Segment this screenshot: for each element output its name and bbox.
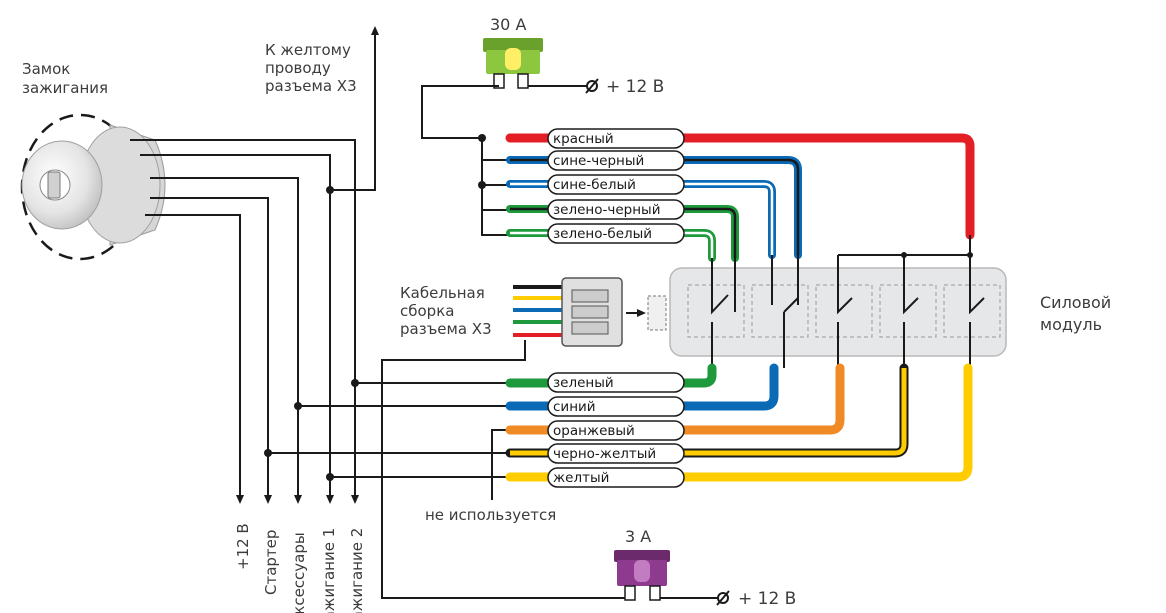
output-12v-label: +12 В [234,523,252,570]
cable-assembly-label-1: Кабельная [400,284,485,302]
output-ignition1-label: Зажигание 1 [320,528,338,613]
fuse-3-supply: + 12 В [738,589,796,609]
power-module [669,235,1007,368]
connector-note-2: проводу [265,59,331,77]
cable-assembly-label-2: сборка [400,302,454,320]
module-label-1: Силовой [1040,293,1111,312]
fuse-3a [614,550,670,601]
fuse-30-supply: + 12 В [606,77,664,97]
wire-label-red: красный [553,131,614,147]
wire-label-yellow: желтый [553,470,609,486]
lock-label-1: Замок [22,60,70,78]
output-ignition2-label: Зажигание 2 [348,528,366,613]
top-wire-labels: красный сине-черный сине-белый зелено-че… [547,128,685,244]
fuse-30-rating: 30 А [490,15,526,34]
cable-assembly-label-3: разъема Х3 [400,320,492,338]
wire-label-blue-white: сине-белый [553,177,636,193]
output-accessories-label: Аксессуары [290,532,308,613]
lock-label-2: зажигания [22,79,108,97]
wire-label-green-white: зелено-белый [553,226,652,242]
top-wires [505,133,975,262]
cable-assembly-x3 [513,277,667,347]
wire-label-green-black: зелено-черный [553,202,661,218]
bottom-wire-labels: зеленый синий оранжевый черно-желтый жел… [547,372,685,488]
bottom-wire-links [264,340,625,599]
connector-note-1: К желтому [265,41,351,59]
wire-label-orange: оранжевый [553,423,635,439]
wire-label-green: зеленый [553,375,614,391]
wire-label-black-yellow: черно-желтый [553,446,656,462]
lock-output-labels: +12 В Стартер Аксессуары Зажигание 1 Заж… [234,523,366,613]
lock-wires [130,26,379,504]
connector-note-3: разъема Х3 [265,77,357,95]
module-label-2: модуль [1040,315,1102,334]
fuse-30-feed [421,85,510,236]
fuse-30a [483,38,543,89]
output-starter-label: Стартер [262,530,280,595]
ignition-lock [20,113,166,261]
wire-label-blue: синий [553,399,596,415]
wire-label-blue-black: сине-черный [553,153,644,169]
fuse-3-rating: 3 А [625,527,651,546]
bottom-wires [505,363,973,482]
not-used-label: не используется [425,506,556,524]
